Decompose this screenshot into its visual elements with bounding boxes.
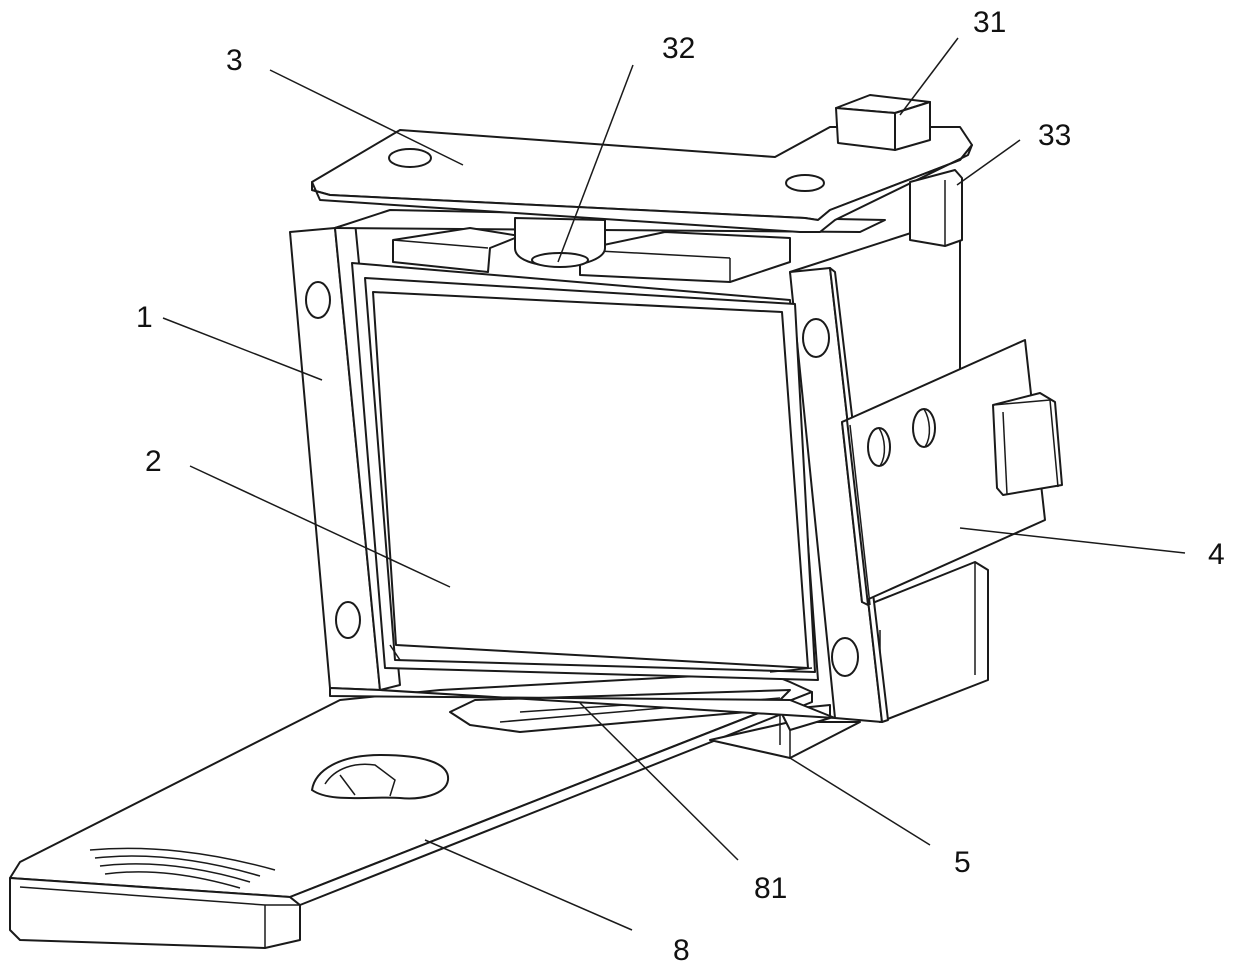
frame-hole-upper-left [306,282,330,318]
cylinder-pin [515,218,605,267]
label-4: 4 [1208,538,1225,571]
frame-hole-lower-left [336,602,360,638]
top-plate-hole-right [786,175,824,191]
display-panel [352,263,818,680]
top-plate-hole-left [389,149,431,167]
leader-8 [425,840,632,930]
card-hole-left [868,428,890,466]
label-3: 3 [226,44,243,77]
label-8: 8 [673,934,690,967]
leader-5 [790,758,930,845]
card-connector [993,393,1062,495]
label-81: 81 [754,872,787,905]
frame-hole-lower-right [832,638,858,676]
frame-hole-upper-right [803,319,829,357]
card-hole-right [913,409,935,447]
label-33: 33 [1038,119,1071,152]
label-1: 1 [136,301,153,334]
label-2: 2 [145,445,162,478]
label-5: 5 [954,846,971,879]
label-32: 32 [662,32,695,65]
label-31: 31 [973,6,1006,39]
top-button [836,95,930,150]
support-post [910,170,962,246]
